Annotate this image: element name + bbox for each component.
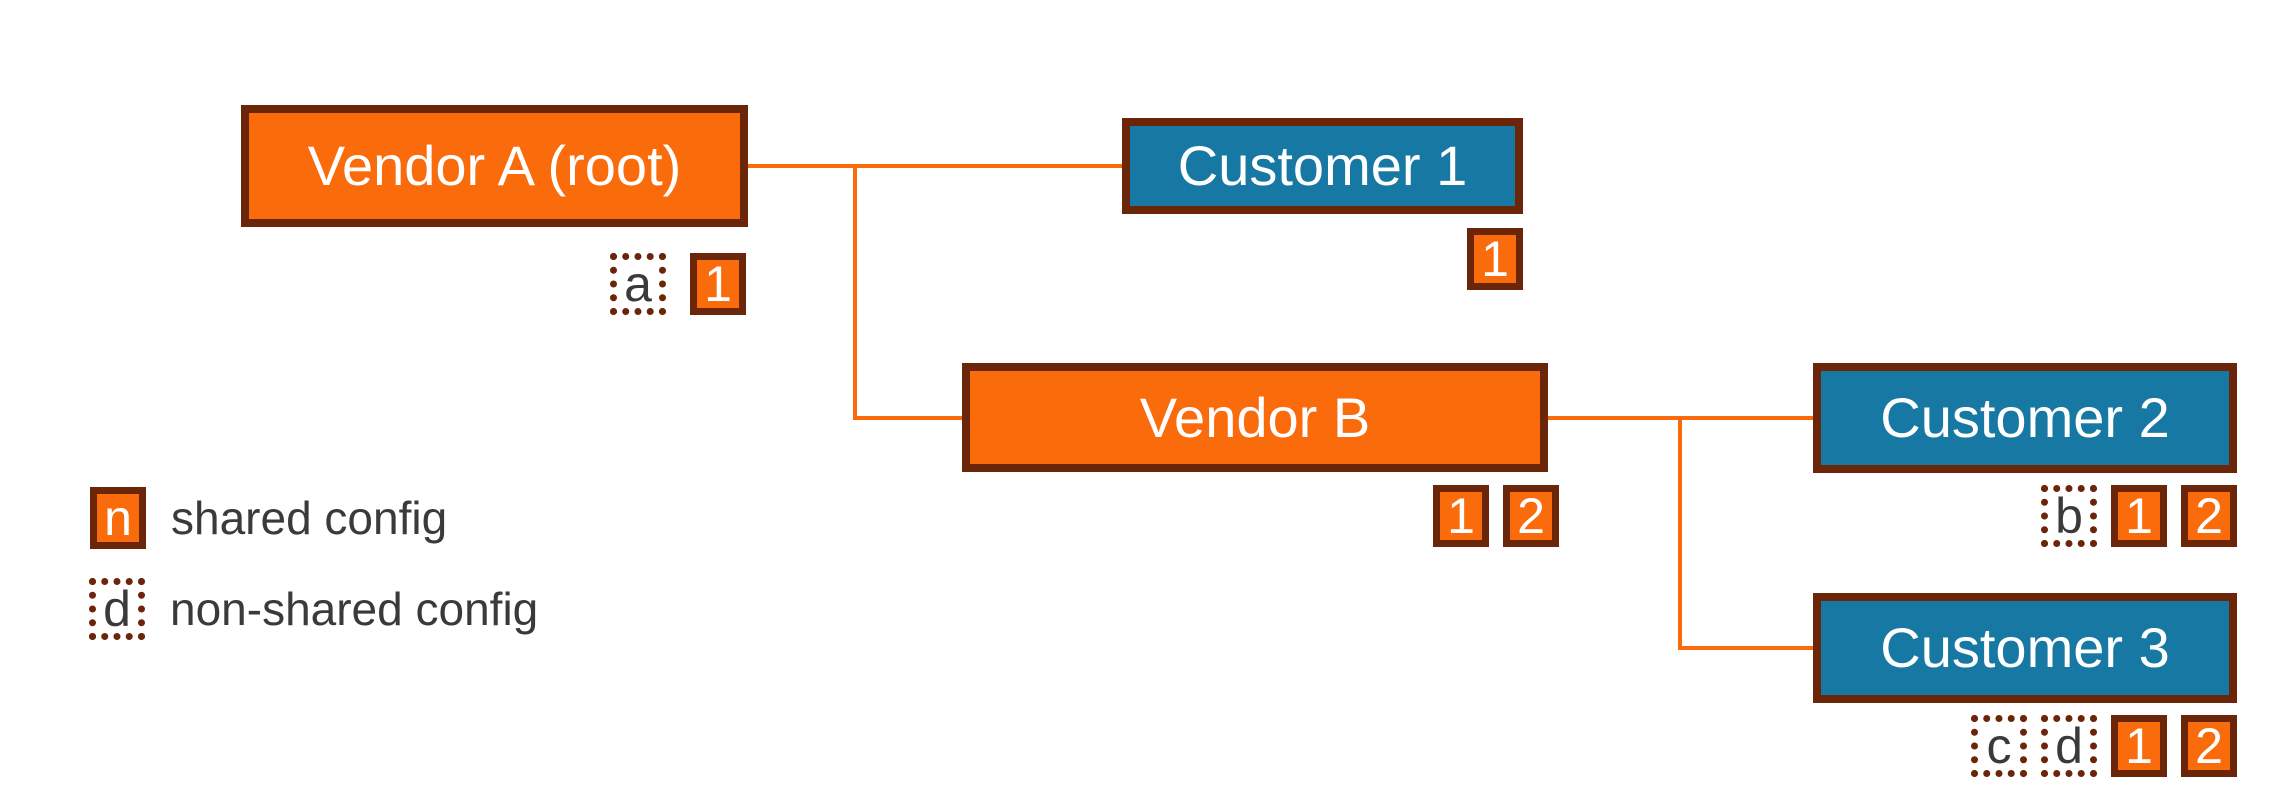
edge-vendor-b-customer-3 — [1678, 418, 1813, 650]
legend-label-shared: shared config — [171, 492, 448, 544]
badge-non-shared-d: d — [2041, 715, 2097, 777]
legend-label-non-shared: non-shared config — [170, 583, 539, 635]
badge-shared-2: 2 — [2181, 485, 2237, 547]
node-vendor-a-label: Vendor A (root) — [307, 134, 682, 197]
badge-non-shared-c: c — [1971, 715, 2027, 777]
node-customer-2-label: Customer 2 — [1880, 386, 2170, 449]
legend-row-shared: n shared config — [90, 487, 447, 549]
customer-3-badge-row: c d 1 2 — [1971, 715, 2237, 777]
node-vendor-b: Vendor B — [962, 363, 1548, 472]
badge-shared-1: 1 — [690, 253, 746, 315]
customer-1-badge-row: 1 — [1467, 228, 1523, 290]
badge-non-shared-a: a — [610, 253, 666, 315]
legend-swatch-shared: n — [90, 487, 146, 549]
badge-shared-1: 1 — [2111, 715, 2167, 777]
edge-vendor-a-vendor-b — [853, 166, 962, 420]
node-customer-2: Customer 2 — [1813, 363, 2237, 473]
legend-swatch-non-shared: d — [89, 578, 145, 640]
badge-shared-1: 1 — [2111, 485, 2167, 547]
node-customer-3-label: Customer 3 — [1880, 616, 2170, 679]
node-vendor-b-label: Vendor B — [1139, 385, 1371, 449]
node-customer-3: Customer 3 — [1813, 593, 2237, 703]
vendor-a-badge-row: a 1 — [610, 253, 746, 315]
vendor-b-badge-row: 1 2 — [1433, 485, 1559, 547]
customer-2-badge-row: b 1 2 — [2041, 485, 2237, 547]
node-customer-1-label: Customer 1 — [1177, 134, 1468, 197]
badge-shared-1: 1 — [1467, 228, 1523, 290]
badge-non-shared-b: b — [2041, 485, 2097, 547]
badge-shared-2: 2 — [1503, 485, 1559, 547]
badge-shared-1: 1 — [1433, 485, 1489, 547]
badge-shared-2: 2 — [2181, 715, 2237, 777]
node-customer-1: Customer 1 — [1122, 118, 1523, 214]
node-vendor-a: Vendor A (root) — [241, 105, 748, 227]
legend-row-non-shared: d non-shared config — [89, 578, 538, 640]
